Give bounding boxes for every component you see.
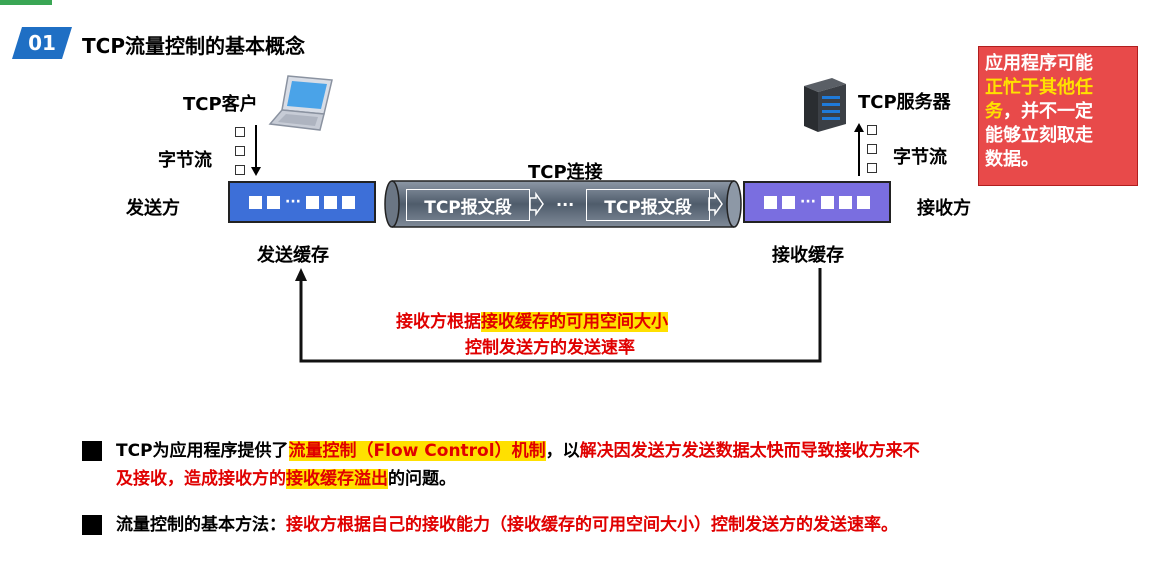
busy-application-note: 应用程序可能 正忙于其他任 务，并不一定 能够立刻取走 数据。: [978, 46, 1138, 186]
byte-square: [867, 163, 877, 173]
feedback-text-line1: 接收方根据接收缓存的可用空间大小: [396, 312, 668, 332]
bullet-square: [82, 441, 102, 461]
byte-square: [867, 144, 877, 154]
receiver-label: 接收方: [917, 198, 971, 219]
tcp-connection-pipe: [384, 180, 742, 228]
top-accent-bar: [0, 0, 52, 5]
byte-square: [235, 127, 245, 137]
receive-buffer-label: 接收缓存: [772, 245, 844, 266]
bullet-1-line2: 及接收，造成接收方的接收缓存溢出的问题。: [116, 469, 456, 489]
section-badge: [12, 27, 72, 59]
tcp-segment: TCP报文段: [586, 189, 710, 221]
section-number: 01: [28, 31, 56, 55]
bullet-square: [82, 515, 102, 535]
connection-label: TCP连接: [528, 162, 603, 183]
page-title: TCP流量控制的基本概念: [82, 34, 305, 58]
send-buffer: ···: [228, 181, 376, 223]
down-arrow-icon: [251, 125, 261, 176]
feedback-text-line2: 控制发送方的发送速率: [465, 338, 635, 358]
sender-label: 发送方: [126, 198, 180, 219]
tcp-segment: TCP报文段: [406, 189, 530, 221]
send-buffer-label: 发送缓存: [257, 245, 329, 266]
receive-buffer: ···: [743, 181, 891, 223]
laptop-icon: [268, 75, 333, 131]
bullet-1-line1: TCP为应用程序提供了流量控制（Flow Control）机制，以解决因发送方发…: [116, 441, 920, 461]
byte-square: [867, 125, 877, 135]
server-label: TCP服务器: [858, 92, 951, 113]
client-stream-label: 字节流: [158, 150, 212, 171]
bullet-2: 流量控制的基本方法：接收方根据自己的接收能力（接收缓存的可用空间大小）控制发送方…: [116, 515, 898, 535]
byte-square: [235, 146, 245, 156]
server-stream-label: 字节流: [893, 147, 947, 168]
segments-ellipsis: ···: [556, 195, 575, 214]
up-arrow-icon: [854, 123, 864, 176]
byte-square: [235, 165, 245, 175]
feedback-arrow: [295, 268, 822, 363]
server-icon: [804, 78, 846, 132]
client-label: TCP客户: [183, 94, 258, 115]
